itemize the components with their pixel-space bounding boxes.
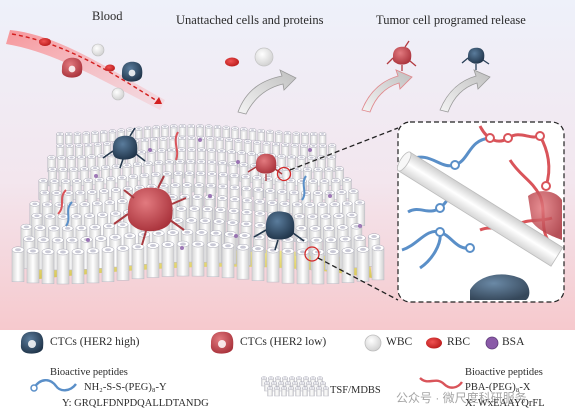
release-group [361,40,491,113]
ctc-low-icon [247,153,283,181]
ctc-low-icon [386,40,417,71]
bsa-icon [148,148,152,152]
bsa-icon [198,138,202,142]
bsa-icon [236,160,240,164]
peptide-icon [32,379,77,392]
bsa-icon [86,238,90,242]
bsa-icon [328,194,332,198]
release-label: Tumor cell programed release [376,13,526,27]
right-peptide-formula: PBA-(PEG)₈-X [465,382,531,393]
tsf-mdbs-icon [261,376,329,397]
zoom-marker [304,246,320,262]
watermark: 公众号 · 微尺度科研服务 [396,391,527,405]
wbc-icon [91,43,105,57]
arrow-icon [237,69,297,115]
bsa-icon [94,174,98,178]
captured-cells [57,127,320,262]
ctc-high-icon [102,127,146,169]
rbc-icon [225,57,239,67]
ctc-low-icon [113,175,187,246]
zoom-marker [276,166,292,182]
peptide-icon [419,377,463,389]
bsa-icon [308,148,312,152]
arrow-icon [361,69,413,113]
left-peptide-title: Bioactive peptides [50,367,128,378]
wbc-icon [111,87,125,101]
legend-rbc: RBC [447,336,471,348]
right-peptide-sequence: X: WxEAAYQrFL [465,398,545,409]
zoom-line [317,257,399,301]
bsa-icon [208,194,212,198]
peptide-icon [57,131,179,215]
zoom-inset [397,121,565,303]
ctc-low-icon [61,57,83,78]
ctc-high-icon [20,331,44,354]
ctc-low-icon [210,331,234,354]
left-peptide-formula: NH₂-S-S-(PEG)₈-Y [84,382,167,393]
rbc-icon [39,38,51,46]
tsf-mdbs-label: TSF/MDBS [330,385,381,396]
rbc-icon [105,64,115,72]
bsa-icon [485,336,499,350]
ctc-high-icon [461,47,490,70]
legend-ctc-low: CTCs (HER2 low) [240,336,327,348]
left-peptide-sequence: Y: GRQLFDNPDQALLDTANDG [62,398,209,409]
unattached-group [225,47,297,115]
bsa-icon [358,224,362,228]
zoom-line [289,127,399,171]
blood-label: Blood [92,9,123,23]
peptide-icon [65,175,307,227]
right-peptide-title: Bioactive peptides [465,367,543,378]
wbc-icon [254,47,274,67]
blood-stream [6,30,165,110]
wbc-icon [364,334,382,352]
arrow-icon [439,69,491,113]
legend-icons [20,331,499,397]
tsf-mdbs-scaffold [11,124,385,285]
unattached-label: Unattached cells and proteins [176,13,324,27]
ctc-high-icon [253,211,305,251]
legend-wbc: WBC [386,336,413,348]
ctc-high-icon [121,61,143,82]
bsa-icon [234,234,238,238]
rbc-icon [426,337,442,349]
legend-bsa: BSA [502,336,525,348]
legend-ctc-high: CTCs (HER2 high) [50,336,140,348]
bsa-icon [180,246,184,250]
